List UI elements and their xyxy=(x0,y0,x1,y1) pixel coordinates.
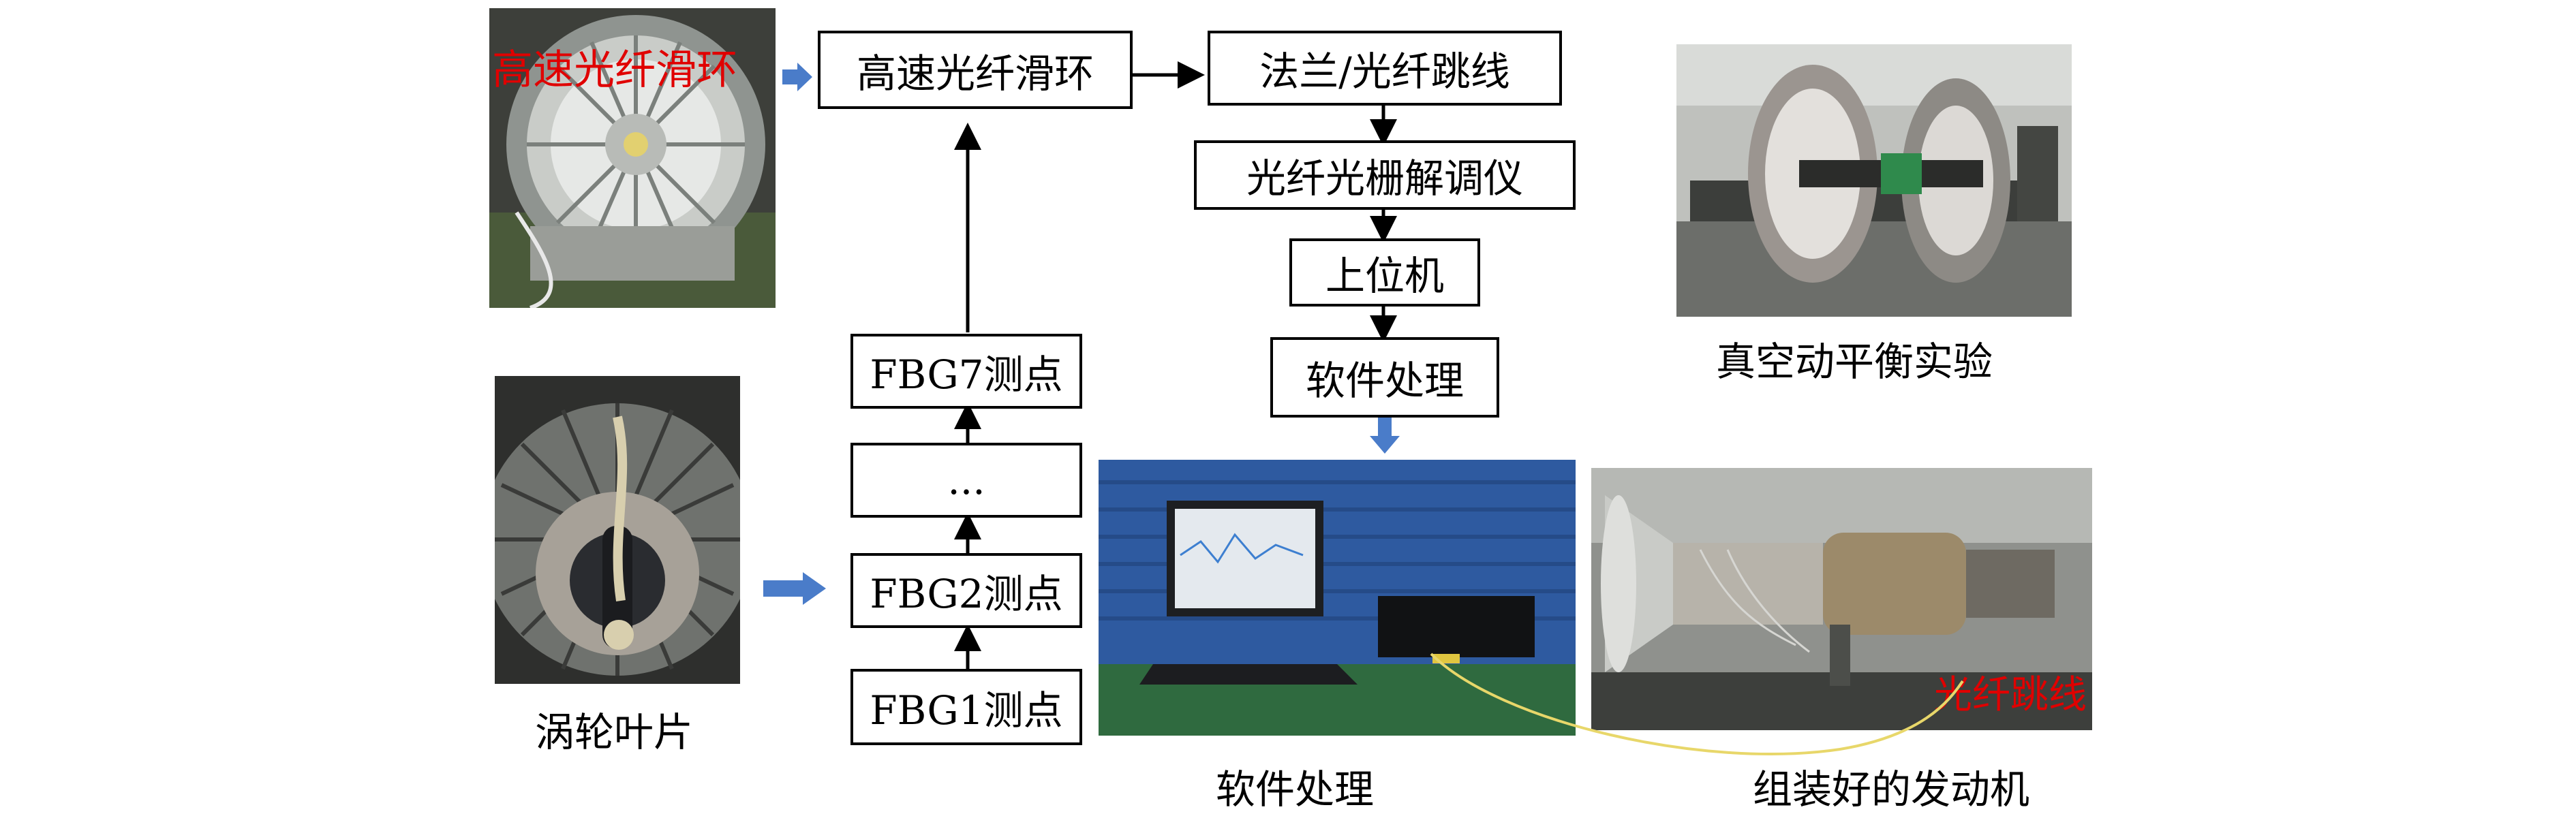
engine-caption: 组装好的发动机 xyxy=(1753,766,2030,813)
slip-ring-photo xyxy=(489,8,776,308)
slip-ring-callout: 高速光纤滑环 xyxy=(492,46,737,94)
slip-ring-box: 高速光纤滑环 xyxy=(818,31,1133,109)
flange-jumper-box: 法兰/光纤跳线 xyxy=(1208,31,1562,106)
host-computer-box: 上位机 xyxy=(1289,238,1480,307)
blue-arrow-software xyxy=(1370,417,1400,454)
software-station-photo xyxy=(1099,460,1576,736)
vacuum-balance-photo xyxy=(1676,44,2072,317)
turbine-blade-photo xyxy=(495,376,740,684)
fbg1-point-box: FBG1测点 xyxy=(850,669,1082,745)
blue-arrow-slipring xyxy=(782,63,812,91)
fbg2-point-box: FBG2测点 xyxy=(850,553,1082,628)
demodulator-box: 光纤光栅解调仪 xyxy=(1194,140,1576,210)
fbg7-point-box: FBG7测点 xyxy=(850,334,1082,409)
vacuum-balance-caption: 真空动平衡实验 xyxy=(1716,339,1993,385)
turbine-blade-caption: 涡轮叶片 xyxy=(535,709,694,755)
blue-arrow-turbine xyxy=(763,572,826,605)
software-processing-box: 软件处理 xyxy=(1270,337,1499,418)
ellipsis-box: ... xyxy=(850,443,1082,518)
engine-callout: 光纤跳线 xyxy=(1934,673,2087,717)
software-station-caption: 软件处理 xyxy=(1216,766,1375,813)
